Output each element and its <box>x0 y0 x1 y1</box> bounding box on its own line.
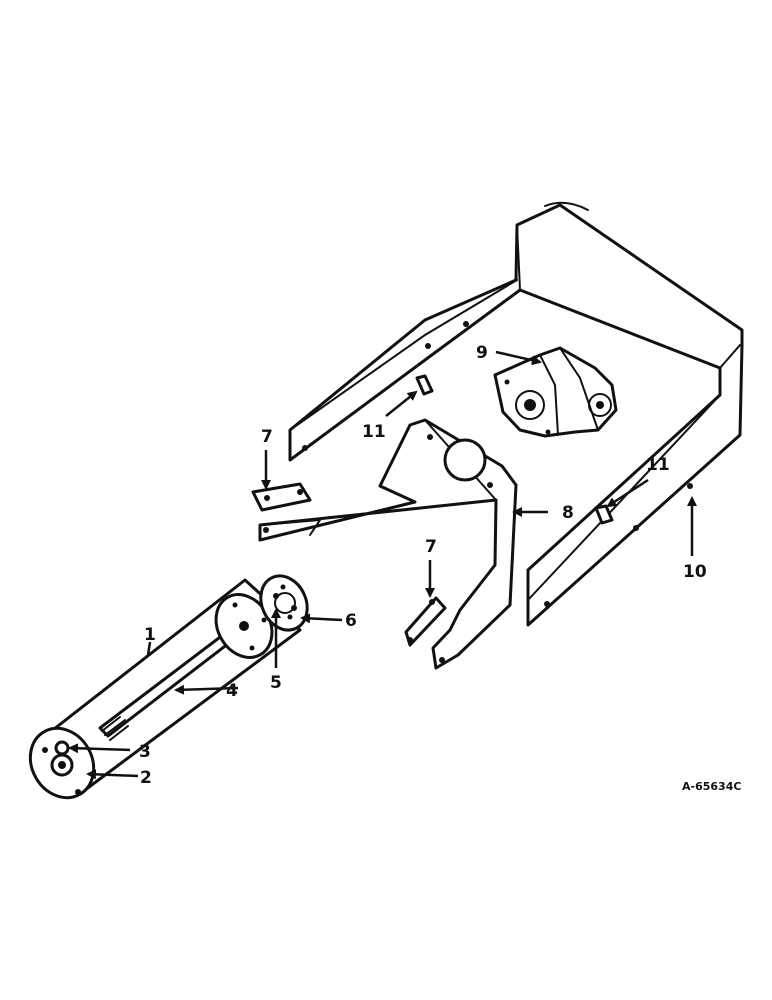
callout-7-upper: 7 <box>261 427 273 447</box>
leader-6 <box>300 613 343 624</box>
callout-6: 6 <box>345 611 357 631</box>
shaft-flange <box>214 593 274 659</box>
plate-part-7-lower <box>404 596 447 647</box>
callout-11-lower: 11 <box>646 455 670 475</box>
callout-7-lower: 7 <box>425 537 437 557</box>
frame-part-10 <box>288 201 744 627</box>
sleeve-part-11-upper <box>415 374 434 396</box>
callout-8: 8 <box>562 503 574 523</box>
nut-part-3 <box>54 740 70 756</box>
callout-10: 10 <box>683 562 707 582</box>
leader-2 <box>86 769 139 780</box>
callout-2: 2 <box>140 768 152 788</box>
callout-9: 9 <box>476 343 488 363</box>
callout-4: 4 <box>226 681 238 701</box>
figure-id: A-65634C <box>682 780 741 793</box>
leader-1 <box>146 641 152 656</box>
leader-11-upper <box>385 390 418 417</box>
sleeve-part-11-lower <box>594 504 614 525</box>
bracket-part-8 <box>258 418 518 670</box>
leader-3 <box>68 743 131 754</box>
callout-5: 5 <box>270 673 282 693</box>
leader-lines <box>68 350 697 780</box>
callout-labels: 1 2 3 4 5 6 7 7 8 9 10 11 11 A-65634C <box>139 343 741 793</box>
callout-3: 3 <box>139 742 151 762</box>
leader-11-lower <box>606 478 649 508</box>
callout-11-upper: 11 <box>362 422 386 442</box>
plate-part-7-upper <box>251 482 312 512</box>
callout-1: 1 <box>144 625 156 645</box>
leader-9 <box>495 350 542 366</box>
pump-part-9 <box>493 346 618 438</box>
leader-4 <box>174 684 239 695</box>
